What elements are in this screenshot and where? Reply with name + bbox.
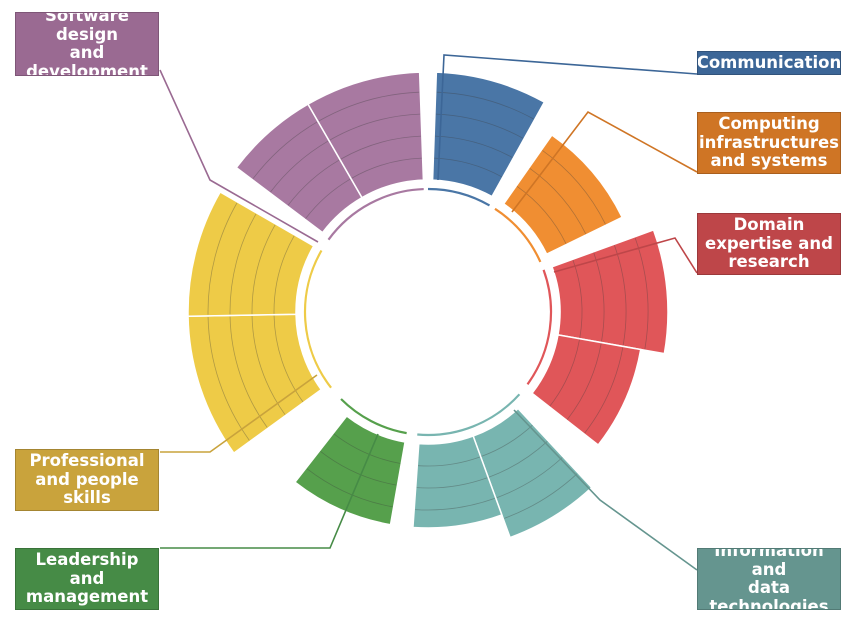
leader-lines bbox=[159, 54, 698, 571]
wheel-rings bbox=[187, 71, 669, 539]
inner-arc-prof bbox=[303, 249, 332, 389]
wheel-segment-lead bbox=[293, 414, 406, 526]
wheel-segment-info bbox=[412, 435, 503, 529]
wheel-segment-prof bbox=[187, 313, 323, 455]
wheel-segment-computing bbox=[502, 134, 624, 256]
leader-comm bbox=[437, 54, 698, 181]
label-information-data: Information and data technologies bbox=[697, 548, 841, 610]
inner-arc-computing bbox=[494, 207, 542, 263]
inner-arc-comm bbox=[427, 187, 491, 207]
inner-arc-domain bbox=[526, 269, 553, 385]
wheel-segment-prof bbox=[187, 190, 315, 317]
inner-arc-software bbox=[327, 187, 424, 241]
leader-computing bbox=[511, 110, 698, 213]
leader-lead bbox=[160, 433, 379, 549]
wheel-segment-comm bbox=[431, 71, 546, 198]
label-leadership-management: Leadership and management bbox=[15, 548, 159, 610]
wheel-segment-domain bbox=[551, 228, 669, 355]
wheel-segment-software bbox=[306, 71, 425, 199]
leader-domain bbox=[553, 237, 698, 274]
label-computing-infrastructures: Computing infrastructures and systems bbox=[697, 112, 841, 174]
label-software-design: Software design and development bbox=[15, 12, 159, 76]
wheel-segment-info bbox=[472, 407, 593, 539]
inner-arc-info bbox=[417, 393, 521, 437]
leader-software bbox=[159, 69, 319, 243]
inner-arc-lead bbox=[340, 398, 407, 435]
wheel-segment-domain bbox=[530, 334, 642, 447]
label-communication: Communication bbox=[697, 51, 841, 75]
label-domain-expertise: Domain expertise and research bbox=[697, 213, 841, 275]
label-professional-skills: Professional and people skills bbox=[15, 449, 159, 511]
leader-info bbox=[513, 409, 698, 571]
leader-prof bbox=[160, 374, 318, 453]
